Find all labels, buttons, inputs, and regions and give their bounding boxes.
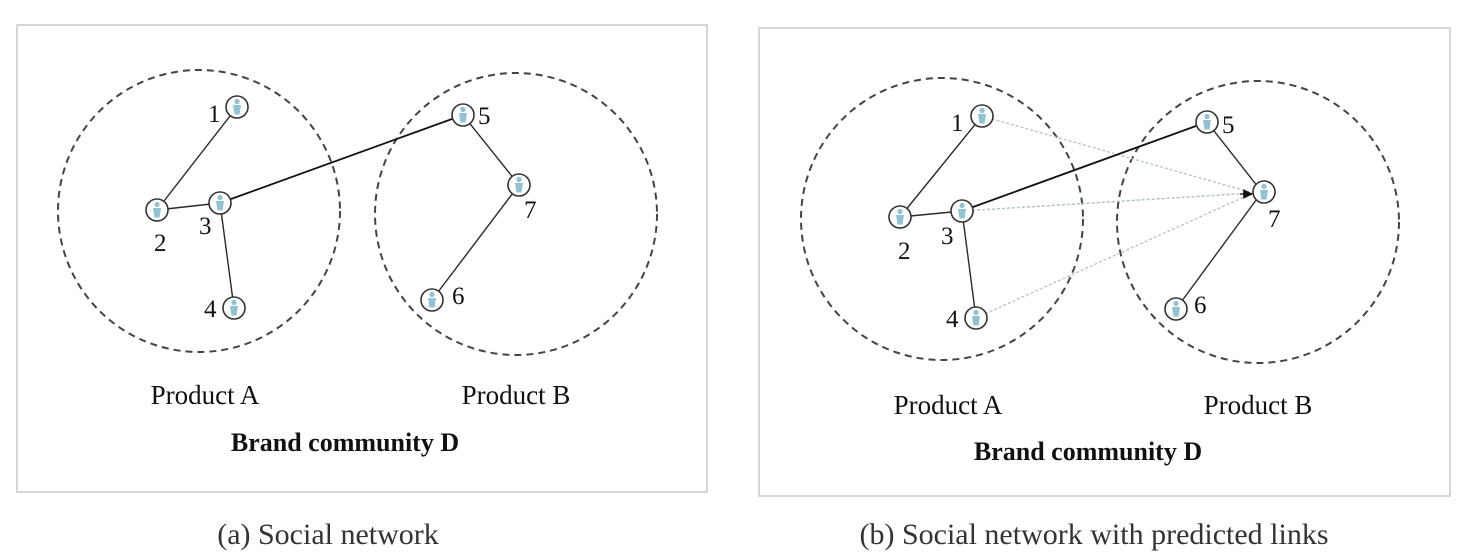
panel-a: 1 2 3 4 5 6 7 Product A Product B Brand … [16, 24, 708, 493]
edge-5-7 [1206, 121, 1263, 193]
edge-7-6 [1175, 191, 1263, 310]
node-5 [1195, 110, 1219, 134]
edge-1-2 [156, 106, 238, 211]
caption-b: (b) Social network with predicted links [859, 518, 1328, 551]
panel-b-nodes [888, 104, 1276, 330]
product-b-label: Product B [1204, 390, 1313, 420]
node-label-1: 1 [951, 110, 964, 137]
edge-3-4 [219, 202, 235, 309]
product-a-community-circle [800, 77, 1084, 361]
edge-3-5 [961, 121, 1208, 212]
panel-b-node-labels: 1 2 3 4 5 6 7 [898, 110, 1281, 333]
panel-a-edges [156, 106, 520, 309]
panel-b-frame [758, 27, 1451, 497]
community-label: Brand community D [231, 428, 459, 457]
node-label-5: 5 [478, 103, 491, 130]
node-label-4: 4 [204, 296, 217, 323]
edge-3-4 [961, 210, 977, 319]
node-3 [950, 199, 974, 223]
panel-a-node-labels: 1 2 3 4 5 6 7 [154, 101, 537, 323]
node-label-6: 6 [1194, 292, 1207, 319]
node-label-3: 3 [199, 213, 212, 240]
node-4 [964, 306, 988, 330]
node-label-7: 7 [1268, 206, 1281, 233]
node-label-7: 7 [524, 197, 537, 224]
node-label-5: 5 [1222, 112, 1235, 139]
product-a-community-circle [57, 69, 341, 353]
panel-b-edges [899, 115, 1263, 319]
predicted-link-2-7 [961, 192, 1254, 212]
node-2 [145, 198, 169, 222]
node-label-4: 4 [946, 306, 959, 333]
product-b-community-circle [374, 72, 658, 356]
node-7 [1252, 180, 1276, 204]
edge-7-6 [431, 184, 520, 301]
node-5 [451, 103, 475, 127]
panel-b: 1 2 3 4 5 6 7 Product A Product B Brand … [758, 27, 1451, 497]
node-6 [1164, 297, 1188, 321]
product-a-label: Product A [151, 380, 260, 410]
node-label-2: 2 [154, 230, 167, 257]
node-1 [970, 104, 994, 128]
edge-3-5 [219, 114, 464, 204]
product-b-label: Product B [462, 380, 571, 410]
panel-a-nodes [145, 95, 531, 320]
node-label-2: 2 [898, 238, 911, 265]
product-a-label: Product A [894, 390, 1003, 420]
edge-5-7 [462, 114, 520, 186]
node-4 [222, 296, 246, 320]
caption-a: (a) Social network [217, 518, 439, 551]
predicted-link-4-7 [975, 192, 1254, 319]
edge-1-2 [899, 115, 983, 218]
node-6 [420, 288, 444, 312]
node-7 [507, 173, 531, 197]
node-label-6: 6 [452, 283, 465, 310]
node-label-1: 1 [208, 101, 221, 128]
community-label: Brand community D [974, 437, 1202, 466]
node-label-3: 3 [941, 223, 954, 250]
node-3 [208, 191, 232, 215]
panel-a-frame [16, 24, 708, 493]
node-1 [225, 95, 249, 119]
node-2 [888, 205, 912, 229]
product-b-community-circle [1116, 80, 1400, 364]
